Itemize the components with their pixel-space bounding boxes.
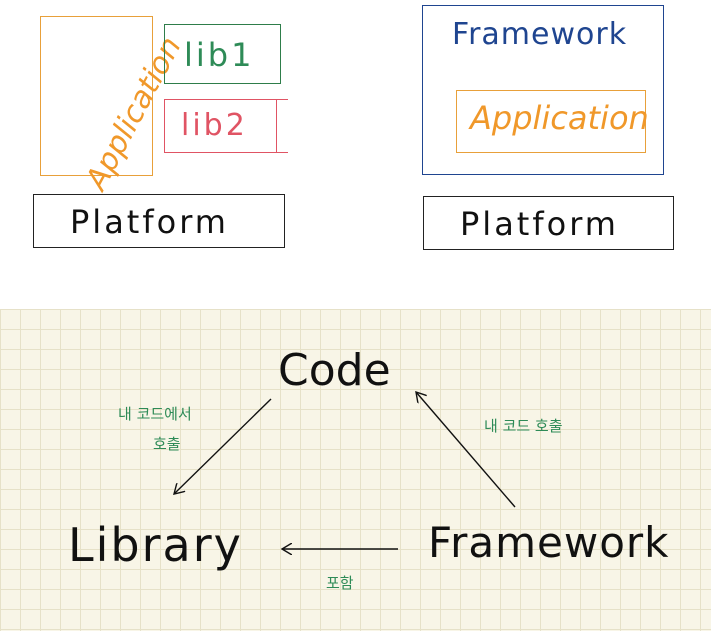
framework-box	[422, 5, 664, 175]
framework-node: Framework	[428, 518, 670, 567]
framework-box-label: Framework	[452, 17, 628, 52]
arrow-framework-to-code	[416, 392, 516, 508]
edge-label-code-to-library-line1: 내 코드에서	[118, 405, 192, 423]
application-box-base	[40, 175, 153, 176]
platform-box-right	[423, 196, 674, 250]
lib2-label: lib2	[181, 108, 248, 143]
platform-box-left	[33, 194, 285, 248]
lib2-box	[164, 99, 288, 153]
framework-application-label: Application	[470, 99, 649, 137]
code-node: Code	[278, 345, 391, 396]
arrow-code-to-library	[174, 398, 272, 494]
grid-paper-area	[0, 309, 711, 631]
library-node: Library	[68, 518, 243, 572]
edge-label-code-to-library-line2: 호출	[153, 435, 181, 453]
lib1-label: lib1	[184, 36, 255, 74]
platform-label-left: Platform	[70, 203, 229, 241]
framework-application-box	[456, 90, 646, 153]
edge-label-framework-to-library: 포함	[326, 574, 354, 592]
application-box	[40, 16, 153, 176]
platform-label-right: Platform	[460, 205, 619, 243]
lib1-box	[164, 24, 281, 84]
lib2-box-side	[276, 99, 277, 153]
edge-label-framework-to-code: 내 코드 호출	[484, 417, 563, 435]
